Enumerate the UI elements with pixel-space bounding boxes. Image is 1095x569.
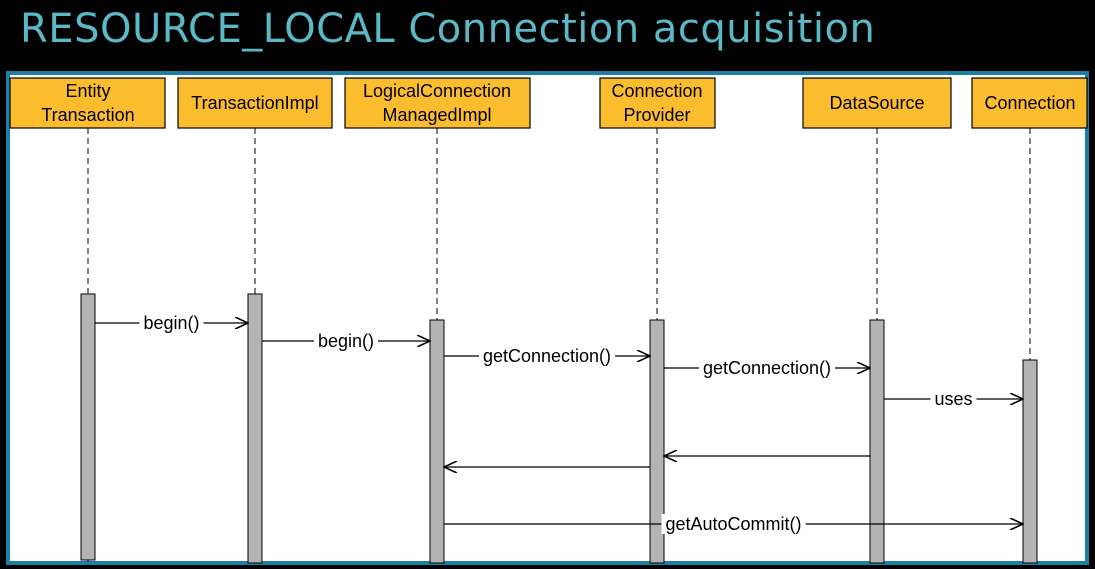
message-getconnection: getConnection()	[664, 358, 870, 378]
participant-label: Connection	[611, 81, 702, 101]
participant-label: TransactionImpl	[191, 93, 318, 113]
activation-bar-connection-provider	[649, 319, 665, 564]
participant-label: LogicalConnection	[363, 81, 511, 101]
participant-label: Provider	[623, 105, 690, 125]
activation-bar-connection	[1022, 359, 1038, 564]
participant-label: ManagedImpl	[382, 105, 491, 125]
activation-bar-transaction-impl	[247, 293, 263, 564]
message-getautocommit: getAutoCommit()	[444, 514, 1023, 534]
participant-transaction-impl: TransactionImpl	[177, 77, 333, 129]
participant-label: Connection	[984, 93, 1075, 113]
activation-bar-entity-transaction	[80, 293, 96, 561]
message-label: begin()	[318, 331, 374, 351]
message-label: uses	[934, 389, 972, 409]
activation-bar-logical-connection-managed-impl	[429, 319, 445, 564]
message-begin: begin()	[95, 313, 248, 333]
message-label: getAutoCommit()	[665, 514, 801, 534]
participant-datasource: DataSource	[802, 77, 952, 129]
participant-label: DataSource	[829, 93, 924, 113]
page-title: RESOURCE_LOCAL Connection acquisition	[20, 6, 876, 52]
message-begin: begin()	[262, 331, 430, 351]
message-uses: uses	[884, 389, 1023, 409]
message-getconnection: getConnection()	[444, 346, 650, 366]
participant-label: Entity	[65, 81, 110, 101]
message-label: getConnection()	[703, 358, 831, 378]
participant-connection: Connection	[971, 77, 1088, 129]
message-label: getConnection()	[483, 346, 611, 366]
participant-label: Transaction	[41, 105, 134, 125]
message-label: begin()	[143, 313, 199, 333]
activation-bar-datasource	[869, 319, 885, 564]
